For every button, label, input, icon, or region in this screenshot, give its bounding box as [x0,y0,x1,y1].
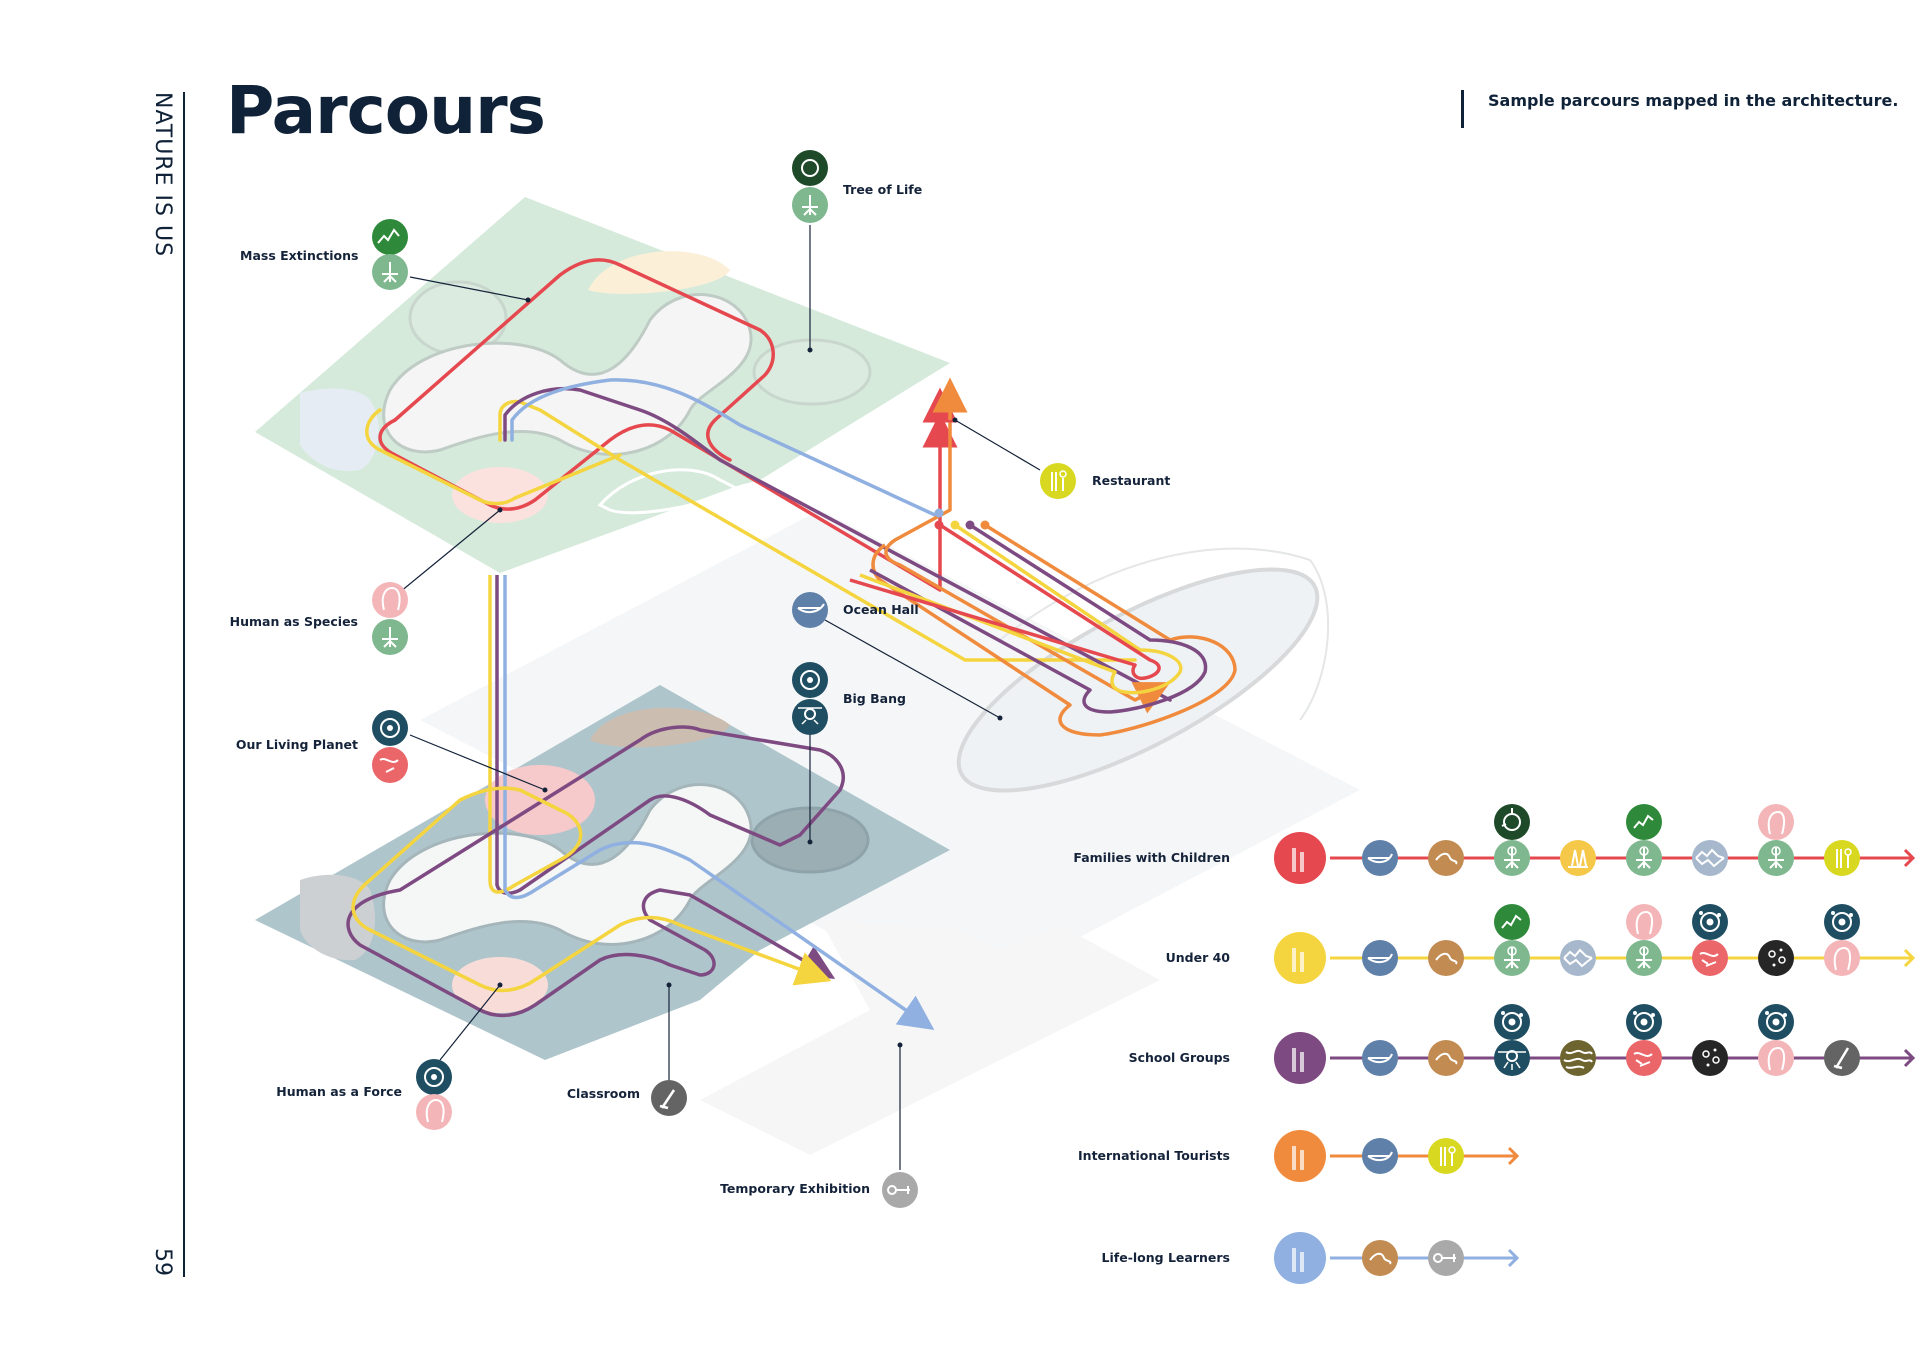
legend-row-label: Life-long Learners [1101,1250,1230,1265]
subtitle-divider [1461,90,1464,128]
audience-icon [1274,932,1326,984]
label-our-living-planet: Our Living Planet [235,737,358,752]
upper-floor [255,197,950,573]
legend-row-label: International Tourists [1078,1148,1230,1163]
whale-icon [1362,1040,1398,1076]
planet-orbit-icon [1494,1004,1530,1040]
terrain-icon [1560,1040,1596,1076]
restaurant-icon [1040,463,1076,499]
route-under40 [498,399,1137,662]
whale-icon [1362,940,1398,976]
pencil-icon [1824,1040,1860,1076]
label-temporary-exhibition: Temporary Exhibition [720,1181,870,1196]
big-bang-icons [792,662,828,735]
restaurant-icons [1040,463,1076,499]
cell-icon [1494,804,1530,840]
eye-burst-icon [1494,1040,1530,1076]
route-families-loop [393,258,775,462]
human-head-icon [1626,904,1662,940]
classroom-icons [651,1080,687,1116]
human-as-a-force-icons [416,1059,452,1130]
mass-extinctions-icons [372,219,408,290]
route-learners [510,378,937,517]
tree-of-life-icon [1626,840,1662,876]
footprint-icon [1428,840,1464,876]
whale-icon [1362,1138,1398,1174]
tree-of-life-icon [1758,840,1794,876]
temporary-exhibition-floor [700,920,1160,1155]
arrow-right-icon [1903,848,1916,868]
temporary-exhibition-icons [882,1172,918,1208]
human-head-icon [1824,940,1860,976]
arrow-right-icon [1507,1146,1520,1166]
whale-icon [1362,840,1398,876]
tree-of-life-icon [1494,840,1530,876]
our-living-planet-icons [372,710,408,783]
iceberg-icon [1560,940,1596,976]
audience-icon [1274,1130,1326,1182]
footprint-icon [1428,1040,1464,1076]
arrow-right-icon [1507,1248,1520,1268]
legend-row-label: Families with Children [1073,850,1230,865]
whale-icon [792,592,828,628]
extinction-graph-icon [1494,904,1530,940]
moon-craters-icon [1692,1040,1728,1076]
legend-row-label: School Groups [1128,1050,1230,1065]
human-as-species-icons [372,582,408,655]
label-ocean-hall: Ocean Hall [843,602,919,617]
restaurant-icon [1428,1138,1464,1174]
tree-of-life-icon [1494,940,1530,976]
tree-of-life-icon [1626,940,1662,976]
audience-icon [1274,1032,1326,1084]
label-restaurant: Restaurant [1092,473,1171,488]
human-head-icon [1758,804,1794,840]
label-tree-of-life: Tree of Life [843,182,923,197]
route-families [378,412,958,592]
cell-icon [792,150,828,186]
arrow-right-icon [1903,948,1916,968]
legend-row-label: Under 40 [1165,950,1230,965]
planet-orbit-icon [1692,904,1728,940]
arrow-right-icon [1903,1048,1916,1068]
earth-continents-icon [1692,940,1728,976]
planet-orbit-icon [1824,904,1860,940]
route-tourists [884,418,1171,714]
page-title: Parcours [226,72,546,149]
earth-continents-icon [372,747,408,783]
label-big-bang: Big Bang [843,691,906,706]
earth-continents-icon [1626,1040,1662,1076]
restaurant-icon [1824,840,1860,876]
section-title: NATURE IS US [150,92,175,258]
footprint-icon [1362,1240,1398,1276]
audience-icon [1274,832,1326,884]
audience-icon [1274,1232,1326,1284]
page-subtitle: Sample parcours mapped in the architectu… [1488,91,1899,110]
extinction-graph-icon [1626,804,1662,840]
moon-craters-icon [1758,940,1794,976]
side-divider [183,92,185,1277]
iceberg-icon [1692,840,1728,876]
label-classroom: Classroom [566,1086,640,1101]
key-icon [1428,1240,1464,1276]
forest-icon [1560,840,1596,876]
route-school [503,387,1172,702]
tree-of-life-icons [792,150,828,223]
human-head-icon [1758,1040,1794,1076]
label-mass-extinctions: Mass Extinctions [240,248,359,263]
label-human-as-species: Human as Species [229,614,358,629]
page-number: 59 [150,1248,175,1276]
planet-orbit-icon [1758,1004,1794,1040]
label-human-as-a-force: Human as a Force [276,1084,402,1099]
footprint-icon [1428,940,1464,976]
ocean-hall-icons [792,592,828,628]
planet-orbit-icon [1626,1004,1662,1040]
